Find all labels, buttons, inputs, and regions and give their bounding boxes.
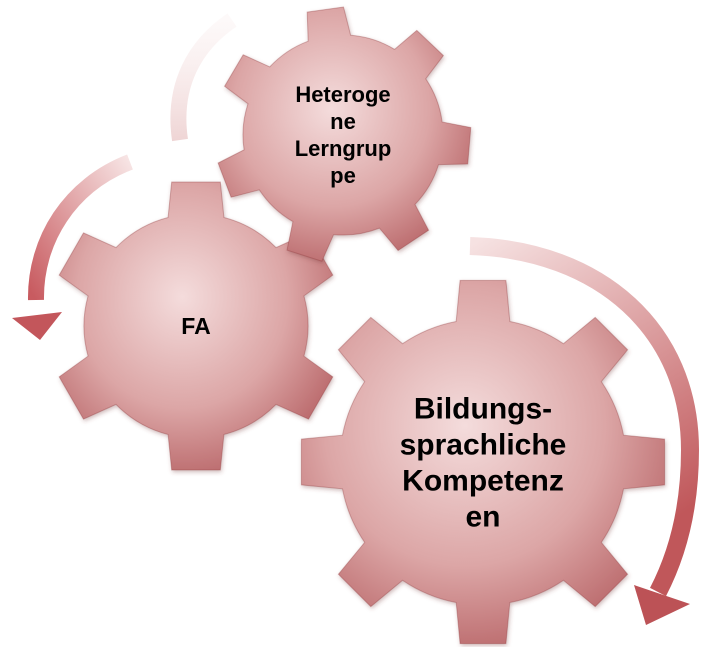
- gear-left-label-line: FA: [181, 313, 210, 339]
- gear-right-shape: [300, 279, 666, 645]
- cycle-arrows: [12, 13, 700, 625]
- gear-left-label: FA: [181, 313, 210, 339]
- gear-right-label-line: en: [465, 501, 500, 534]
- gear-right-label-line: sprachliche: [400, 429, 567, 462]
- arrow-left-head: [12, 312, 62, 340]
- gear-right-label-line: Kompetenz: [402, 465, 564, 498]
- gear-top-label-line: Lerngrup: [295, 136, 392, 161]
- gear-top-label-line: Heteroge: [295, 82, 390, 107]
- gear-top-shape: [217, 6, 472, 262]
- gear-right-label-line: Bildungs-: [414, 393, 552, 426]
- arrow-top-arc: [170, 13, 237, 142]
- gear-top-label-line: pe: [330, 163, 356, 188]
- gear-top-label-line: ne: [330, 109, 356, 134]
- gear-left: FA: [58, 181, 334, 471]
- arrow-right-head: [634, 585, 690, 625]
- arrow-right-arc: [469, 237, 700, 597]
- gear-left-shape: [58, 181, 334, 471]
- arrow-left-arc: [27, 154, 134, 301]
